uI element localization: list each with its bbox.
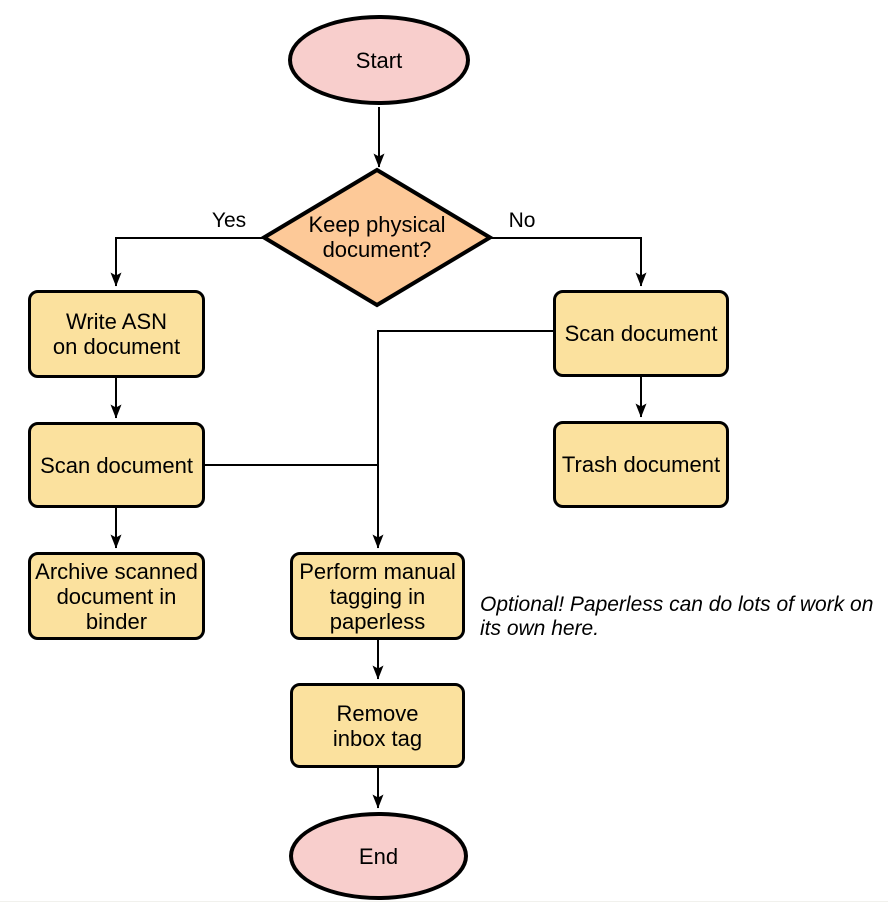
node-start: Start bbox=[288, 15, 470, 105]
node-decision: Keep physical document? bbox=[277, 177, 477, 297]
node-remove-inbox-tag-label-line2: inbox tag bbox=[332, 725, 423, 751]
node-archive-label-line2: document in bbox=[56, 583, 177, 609]
node-archive-label-line1: Archive scanned bbox=[35, 558, 198, 584]
edge-decision-no-to-scan-right bbox=[490, 237, 647, 287]
node-scan-document-left: Scan document bbox=[28, 422, 205, 508]
edge-label-no: No bbox=[508, 208, 536, 232]
decision-diamond-shape bbox=[260, 167, 494, 308]
annotation-line1: Optional! Paperless can do lots of work … bbox=[480, 593, 874, 616]
node-end-label: End bbox=[358, 843, 399, 869]
edge-decision-yes-to-write-asn bbox=[110, 237, 264, 287]
edge-scan-right-to-tagging bbox=[372, 330, 553, 549]
node-archive-scanned: Archive scanned document in binder bbox=[28, 552, 205, 640]
node-remove-inbox-tag-label-line1: Remove bbox=[336, 700, 419, 726]
node-decision-label-line1: Keep physical bbox=[308, 212, 446, 237]
node-manual-tagging-label-line1: Perform manual bbox=[299, 558, 456, 584]
node-end: End bbox=[289, 812, 468, 900]
node-write-asn-label-line1: Write ASN bbox=[65, 309, 168, 334]
node-start-label: Start bbox=[355, 47, 403, 73]
node-scan-document-right-label: Scan document bbox=[564, 321, 718, 346]
node-trash-document-label: Trash document bbox=[561, 452, 721, 477]
annotation-optional-note: Optional! Paperless can do lots of work … bbox=[480, 593, 884, 641]
node-manual-tagging-label-line3: paperless bbox=[329, 608, 426, 634]
node-write-asn: Write ASN on document bbox=[28, 290, 205, 378]
node-trash-document: Trash document bbox=[553, 421, 729, 508]
node-remove-inbox-tag: Remove inbox tag bbox=[290, 683, 465, 768]
edge-label-yes: Yes bbox=[211, 208, 247, 232]
node-decision-label-line2: document? bbox=[322, 237, 432, 262]
node-scan-document-left-label: Scan document bbox=[40, 452, 193, 478]
node-manual-tagging-label-line2: tagging in bbox=[329, 583, 426, 609]
node-write-asn-label-line2: on document bbox=[52, 334, 181, 359]
node-archive-label-line3: binder bbox=[85, 608, 148, 634]
bottom-divider bbox=[0, 901, 888, 902]
node-manual-tagging: Perform manual tagging in paperless bbox=[290, 552, 465, 640]
annotation-line2: its own here. bbox=[480, 617, 600, 640]
node-scan-document-right: Scan document bbox=[553, 290, 729, 377]
